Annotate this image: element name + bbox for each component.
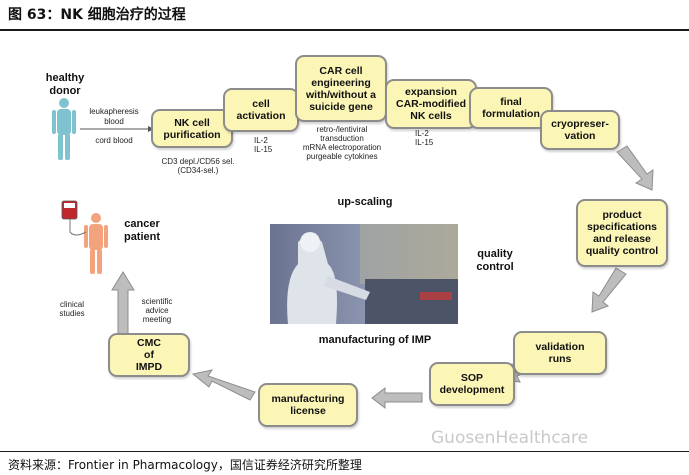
lab-photo bbox=[270, 224, 458, 324]
blood-label: blood bbox=[104, 117, 124, 126]
source-footer: 资料来源：Frontier in Pharmacology，国信证券经济研究所整… bbox=[8, 458, 362, 472]
patient-label: cancer patient bbox=[123, 218, 161, 243]
step-sop-development: SOP development bbox=[429, 362, 515, 406]
arrow-sop-to-license bbox=[371, 386, 423, 410]
donor-figure-icon bbox=[52, 98, 76, 160]
step-final-formulation: final formulation bbox=[469, 87, 553, 129]
arrow-spec-to-validation bbox=[591, 267, 627, 313]
figure-title: 图 63：NK 细胞治疗的过程 bbox=[8, 7, 186, 23]
manufacturing-imp-label: manufacturing of IMP bbox=[318, 334, 432, 346]
patient-figure-icon bbox=[84, 213, 108, 274]
arrow-cryo-to-spec bbox=[616, 145, 654, 191]
donor-label: healthy donor bbox=[45, 72, 85, 97]
upscaling-label: up-scaling bbox=[337, 196, 393, 208]
quality-control-label: quality control bbox=[476, 248, 514, 273]
il-activation-note: IL-2 IL-15 bbox=[254, 136, 273, 154]
arrow-license-to-cmc bbox=[191, 369, 256, 401]
scientific-advice-note: scientific advice meeting bbox=[141, 297, 173, 324]
step-manufacturing-license: manufacturing license bbox=[258, 383, 358, 427]
retro-note: retro-/lentiviral transduction mRNA elec… bbox=[302, 125, 382, 161]
step-cmc-impd: CMC of IMPD bbox=[108, 333, 190, 377]
step-nk-purification: NK cell purification bbox=[151, 109, 233, 148]
watermark: GuosenHealthcare bbox=[431, 428, 589, 448]
step-expansion: expansion CAR-modified NK cells bbox=[385, 79, 477, 129]
blood-bag-icon bbox=[61, 200, 87, 236]
step-car-engineering: CAR cell engineering with/without a suic… bbox=[295, 55, 387, 122]
arrow-cmc-to-patient bbox=[111, 271, 135, 335]
step-validation-runs: validation runs bbox=[513, 331, 607, 375]
step-cell-activation: cell activation bbox=[223, 88, 299, 132]
step-cryopreservation: cryopreser- vation bbox=[540, 110, 620, 150]
bottom-rule bbox=[0, 451, 689, 452]
leukapheresis-label: leukapheresis bbox=[89, 107, 139, 116]
clinical-studies-note: clinical studies bbox=[59, 300, 85, 318]
cd3-note: CD3 depl./CD56 sel. (CD34-sel.) bbox=[161, 157, 235, 175]
il-expansion-note: IL-2 IL-15 bbox=[415, 129, 434, 147]
cord-blood-label: cord blood bbox=[95, 136, 133, 145]
top-rule bbox=[0, 29, 689, 31]
step-product-specifications: product specifications and release quali… bbox=[576, 199, 668, 267]
